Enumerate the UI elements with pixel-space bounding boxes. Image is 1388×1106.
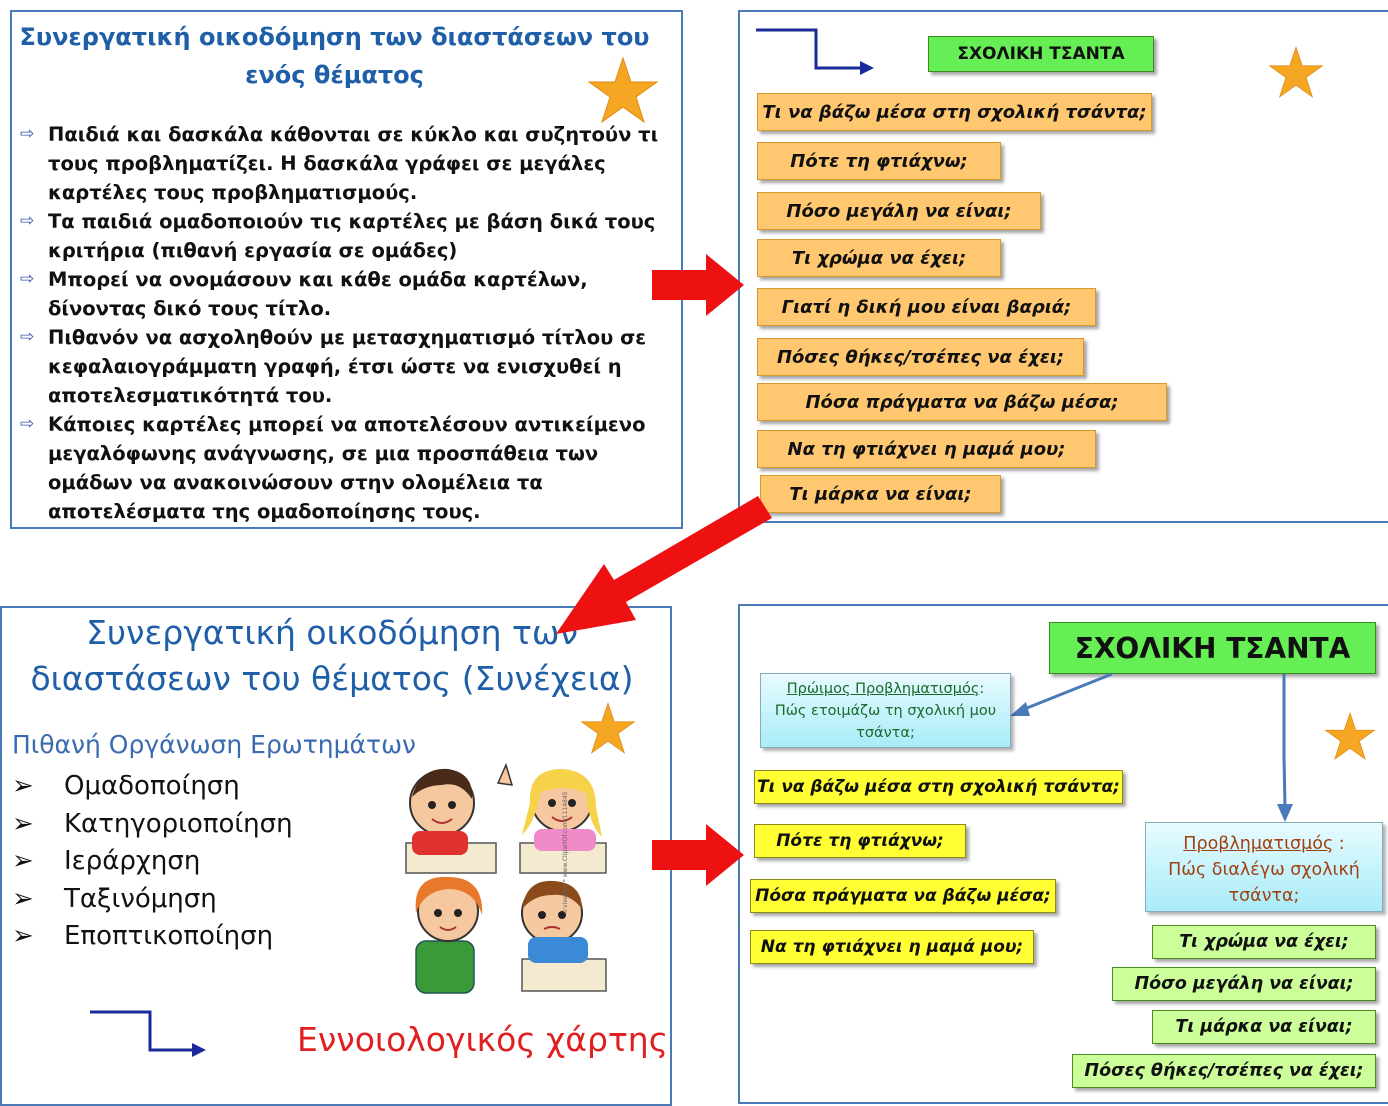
slide-2: ΣΧΟΛΙΚΗ ΤΣΑΝΤΑ Τι να βάζω μέσα στη σχολι…: [738, 10, 1388, 523]
bullet-item: ⇨Κάποιες καρτέλες μπορεί να αποτελέσουν …: [16, 410, 676, 526]
star-icon: [587, 56, 659, 124]
concern-box: Προβληματισμός : Πώς διαλέγω σχολική τσά…: [1145, 822, 1383, 912]
green-question-card: Τι χρώμα να έχει;: [1152, 925, 1376, 959]
list-item: ➢Εποπτικοποίηση: [12, 918, 293, 956]
bullet-item: ⇨Τα παιδιά ομαδοποιούν τις καρτέλες με β…: [16, 207, 676, 265]
green-question-card: Πόσο μεγάλη να είναι;: [1112, 967, 1376, 1001]
list-item: ➢Ταξινόμηση: [12, 881, 293, 919]
early-concern-heading: Πρώιμος Προβληματισμός:: [786, 681, 985, 697]
organization-list: ➢Ομαδοποίηση ➢Κατηγοριοποίηση ➢Ιεράρχηση…: [12, 768, 293, 956]
school-bag-title: ΣΧΟΛΙΚΗ ΤΣΑΝΤΑ: [928, 36, 1154, 72]
arrow-bullet-icon: ⇨: [20, 414, 35, 434]
diagonal-down-left-arrow-icon: [556, 496, 772, 634]
yellow-question-card: Τι να βάζω μέσα στη σχολική τσάντα;: [754, 770, 1123, 804]
bullet-item: ⇨Πιθανόν να ασχοληθούν με μετασχηματισμό…: [16, 323, 676, 410]
slide-1-title: Συνεργατική οικοδόμηση των διαστάσεων το…: [19, 23, 650, 89]
slide-3: Συνεργατική οικοδόμηση των διαστάσεων το…: [0, 606, 672, 1106]
yellow-question-card: Να τη φτιάχνει η μαμά μου;: [750, 930, 1034, 964]
slide-3-subtitle: Πιθανή Οργάνωση Ερωτημάτων: [12, 730, 416, 759]
question-card: Τι μάρκα να είναι;: [760, 475, 1001, 513]
list-item: ➢Ομαδοποίηση: [12, 768, 293, 806]
concept-map-label: Εννοιολογικός χάρτης: [297, 1020, 669, 1059]
question-card: Πότε τη φτιάχνω;: [757, 142, 1001, 180]
clipart-credit: ©visekart * www.ClipartOf.com/1114845: [562, 791, 569, 914]
question-card: Τι να βάζω μέσα στη σχολική τσάντα;: [757, 93, 1152, 131]
question-card: Πόσο μεγάλη να είναι;: [757, 192, 1041, 230]
early-concern-box: Πρώιμος Προβληματισμός: Πώς ετοιμάζω τη …: [760, 673, 1011, 748]
star-icon: [580, 701, 636, 754]
school-bag-title: ΣΧΟΛΙΚΗ ΤΣΑΝΤΑ: [1049, 622, 1376, 674]
concern-heading: Προβληματισμός :: [1183, 834, 1345, 854]
bullet-item: ⇨Μπορεί να ονομάσουν και κάθε ομάδα καρτ…: [16, 265, 676, 323]
question-card: Πόσες θήκες/τσέπες να έχει;: [757, 338, 1084, 376]
question-card: Να τη φτιάχνει η μαμά μου;: [757, 430, 1096, 468]
arrowhead-bullet-icon: ➢: [12, 921, 34, 951]
list-item: ➢Κατηγοριοποίηση: [12, 806, 293, 844]
slide-4: ΣΧΟΛΙΚΗ ΤΣΑΝΤΑ Πρώιμος Προβληματισμός: Π…: [738, 604, 1388, 1104]
step-arrow-icon: [756, 28, 874, 75]
slide-3-title: Συνεργατική οικοδόμηση των διαστάσεων το…: [30, 613, 634, 698]
arrow-bullet-icon: ⇨: [20, 124, 35, 144]
children-clipart: [405, 763, 607, 994]
right-arrow-icon: [652, 254, 744, 316]
green-question-card: Τι μάρκα να είναι;: [1152, 1010, 1376, 1044]
question-card: Πόσα πράγματα να βάζω μέσα;: [757, 383, 1167, 421]
question-card: Τι χρώμα να έχει;: [757, 239, 1001, 277]
green-question-card: Πόσες θήκες/τσέπες να έχει;: [1072, 1054, 1376, 1088]
list-item: ➢Ιεράρχηση: [12, 843, 293, 881]
arrow-bullet-icon: ⇨: [20, 269, 35, 289]
arrowhead-bullet-icon: ➢: [12, 771, 34, 801]
star-icon: [1268, 45, 1324, 98]
yellow-question-card: Πόσα πράγματα να βάζω μέσα;: [750, 879, 1056, 913]
arrowhead-bullet-icon: ➢: [12, 808, 34, 839]
star-icon: [1324, 711, 1376, 761]
arrowhead-bullet-icon: ➢: [12, 846, 34, 876]
slide-1: Συνεργατική οικοδόμηση των διαστάσεων το…: [10, 10, 683, 529]
slide-1-bullet-list: ⇨Παιδιά και δασκάλα κάθονται σε κύκλο κα…: [16, 120, 676, 526]
right-arrow-icon: [652, 824, 744, 886]
yellow-question-card: Πότε τη φτιάχνω;: [754, 824, 966, 858]
bullet-item: ⇨Παιδιά και δασκάλα κάθονται σε κύκλο κα…: [16, 120, 676, 207]
arrow-bullet-icon: ⇨: [20, 211, 35, 231]
arrowhead-bullet-icon: ➢: [12, 883, 34, 914]
step-arrow-icon: [90, 1010, 206, 1057]
arrow-bullet-icon: ⇨: [20, 327, 35, 347]
connector-arrows: [1010, 672, 1293, 822]
question-card: Γιατί η δική μου είναι βαριά;: [757, 288, 1096, 326]
